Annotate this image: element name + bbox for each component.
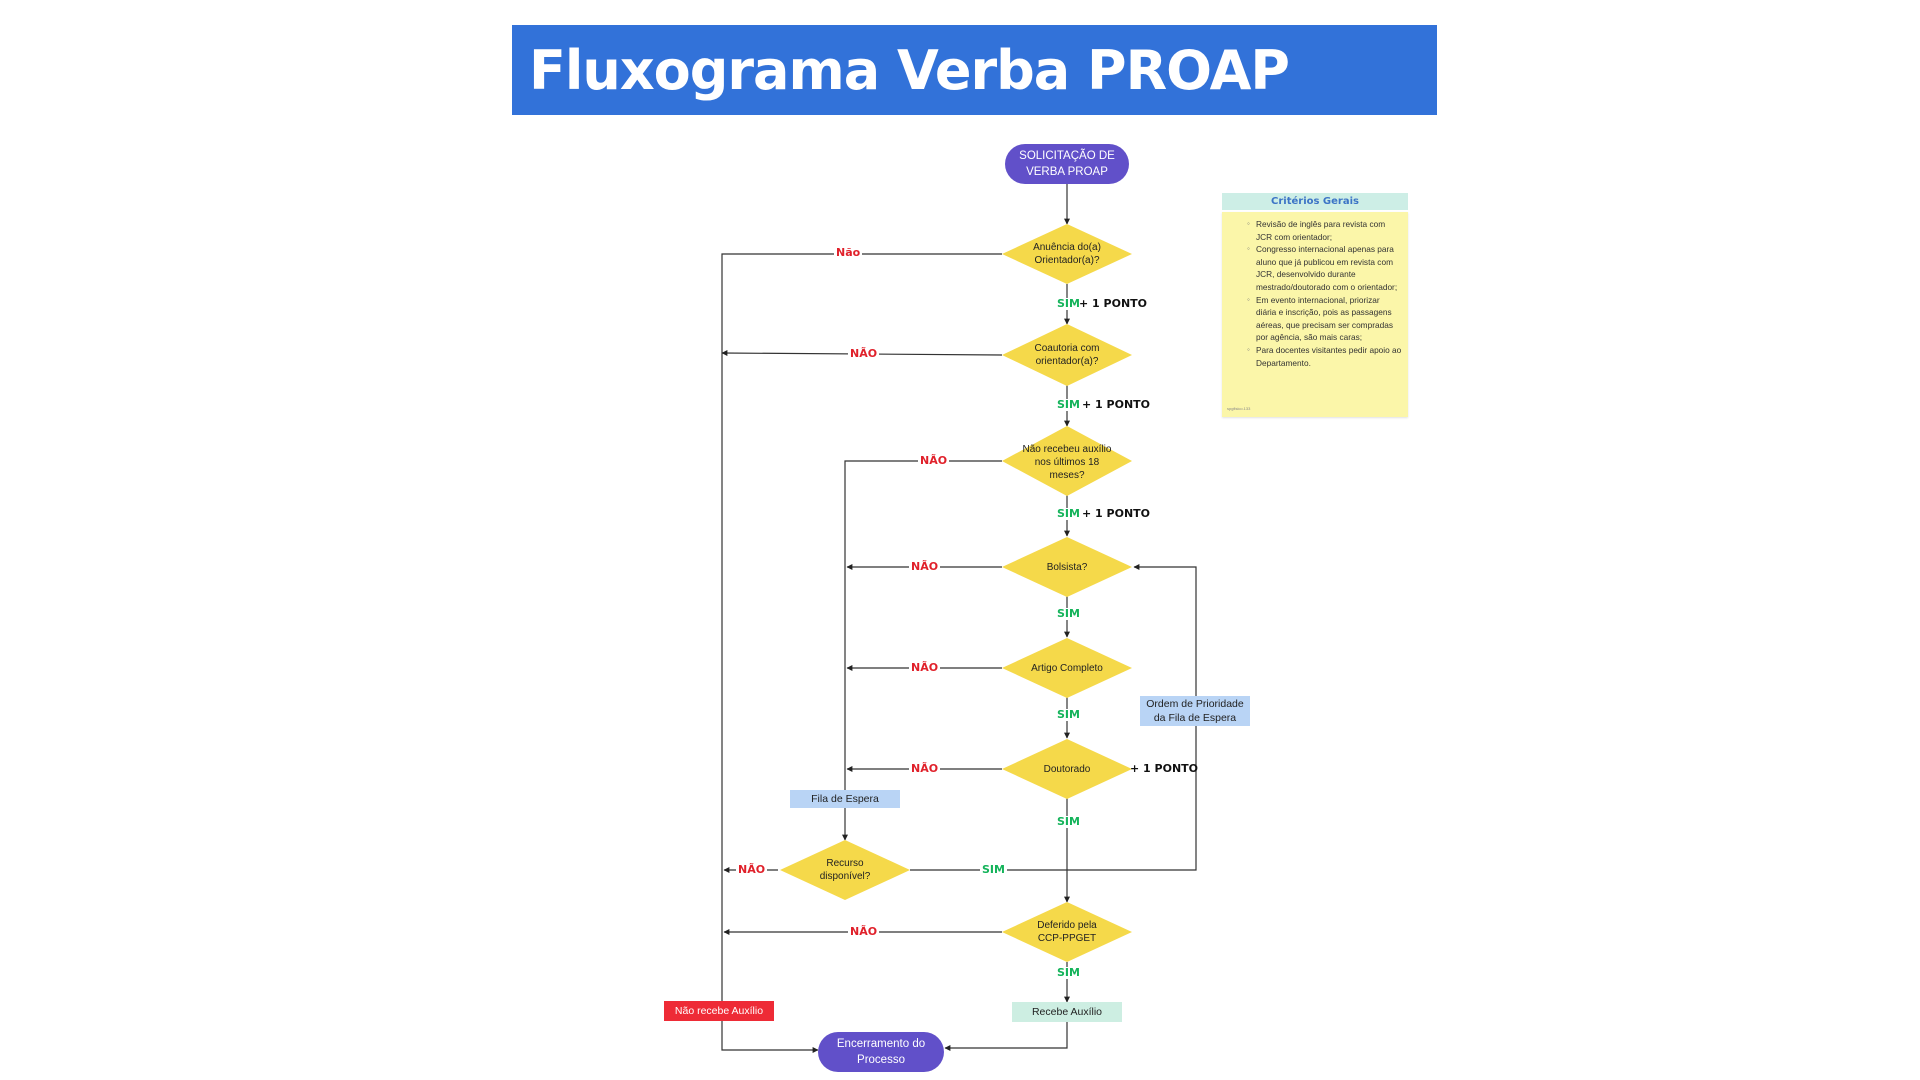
label-nao-recurso: NÃO (736, 863, 768, 876)
doutorado-question: Doutorado (1043, 763, 1091, 775)
label-ponto-coautoria: + 1 PONTO (1082, 398, 1151, 411)
label-sim-deferido: SIM (1055, 966, 1082, 979)
start-node-label: SOLICITAÇÃO DE VERBA PROAP (1019, 150, 1115, 178)
connector-anuencia-nao (721, 253, 1002, 1001)
diamond-artigo (1002, 638, 1132, 698)
criterio-item: Congresso internacional apenas para alun… (1247, 243, 1402, 293)
artigo-question: Artigo Completo (1031, 662, 1103, 674)
diamond-coautoria (1002, 324, 1132, 386)
label-nao-deferido: NÃO (848, 925, 880, 938)
start-node: SOLICITAÇÃO DE VERBA PROAP (1005, 144, 1129, 184)
label-ponto-auxilio: + 1 PONTO (1082, 507, 1151, 520)
label-sim-coautoria: SIM (1055, 398, 1082, 411)
diamond-auxilio (1002, 426, 1132, 496)
coautoria-question: Coautoria com orientador(a)? (1034, 343, 1100, 367)
diamond-doutorado (1002, 739, 1132, 799)
diamond-recurso (780, 840, 910, 900)
fila-espera-box: Fila de Espera (790, 790, 900, 808)
label-nao-anuencia: Não (834, 246, 863, 259)
title-bar: Fluxograma Verba PROAP (512, 25, 1437, 115)
label-sim-doutorado: SIM (1055, 815, 1082, 828)
end-node: Encerramento do Processo (818, 1032, 944, 1072)
ordem-prioridade-box: Ordem de Prioridade da Fila de Espera (1140, 696, 1250, 726)
label-nao-doutorado: NÃO (909, 762, 941, 775)
recebe-box: Recebe Auxílio (1012, 1002, 1122, 1022)
label-nao-bolsista: NÃO (909, 560, 941, 573)
bolsista-question: Bolsista? (1046, 561, 1088, 573)
label-sim-anuencia: SIM (1055, 297, 1082, 310)
label-nao-artigo: NÃO (909, 661, 941, 674)
label-ponto-doutorado: + 1 PONTO (1130, 762, 1199, 775)
connector-recebe-end (944, 1021, 1068, 1051)
label-ponto-anuencia: + 1 PONTO (1079, 297, 1148, 310)
label-sim-recurso: SIM (980, 863, 1007, 876)
deferido-question: Deferido pela CCP-PPGET (1037, 920, 1097, 944)
note-footnote: spgfisico.133 (1227, 406, 1251, 411)
label-sim-auxilio: SIM (1055, 507, 1082, 520)
label-nao-coautoria: NÃO (848, 347, 880, 360)
criterios-note: Revisão de inglês para revista com JCR c… (1222, 212, 1408, 417)
label-sim-artigo: SIM (1055, 708, 1082, 721)
recurso-question: Recurso disponível? (819, 858, 871, 882)
page-title: Fluxograma Verba PROAP (529, 38, 1290, 102)
nao-recebe-box: Não recebe Auxílio (664, 1001, 774, 1021)
criterio-item: Revisão de inglês para revista com JCR c… (1247, 218, 1402, 243)
diamond-deferido (1002, 902, 1132, 962)
criterio-item: Para docentes visitantes pedir apoio ao … (1247, 344, 1402, 369)
criterios-list: Revisão de inglês para revista com JCR c… (1222, 218, 1408, 369)
diamond-bolsista (1002, 537, 1132, 597)
end-node-label: Encerramento do Processo (836, 1038, 926, 1066)
label-sim-bolsista: SIM (1055, 607, 1082, 620)
anuencia-question: Anuência do(a) Orientador(a)? (1033, 242, 1101, 266)
criterio-item: Em evento internacional, priorizar diári… (1247, 294, 1402, 344)
connector-naorecebe-end (721, 1020, 819, 1053)
auxilio-question: Não recebeu auxílio nos últimos 18 meses… (1022, 443, 1112, 481)
label-nao-auxilio: NÃO (918, 454, 950, 467)
criterios-title: Critérios Gerais (1222, 193, 1408, 210)
diamond-anuencia (1002, 224, 1132, 284)
connector-auxilio-nao (844, 460, 1002, 790)
